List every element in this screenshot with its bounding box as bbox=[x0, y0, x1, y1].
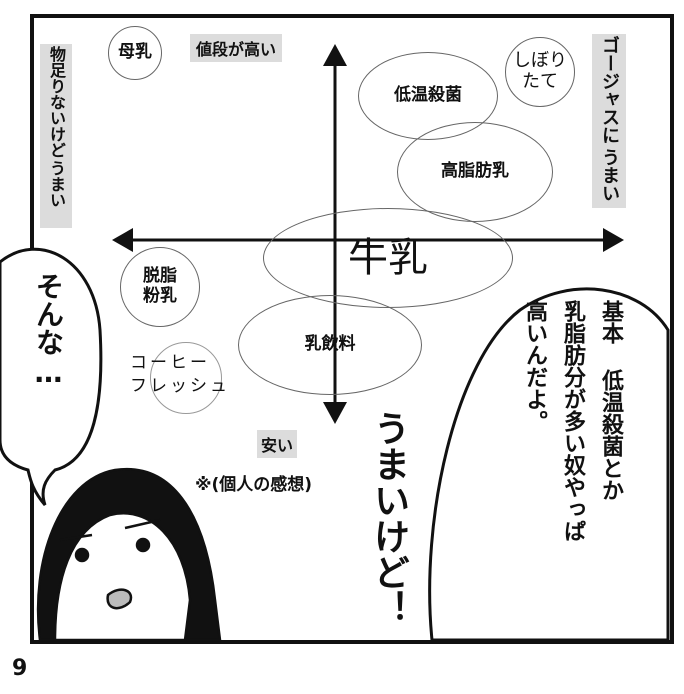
item-bonyu: 母乳 bbox=[108, 26, 162, 80]
item-line: たて bbox=[522, 71, 558, 92]
item-koshibo: 高脂肪乳 bbox=[397, 122, 553, 222]
axis-label-right: ゴージャスに うまい bbox=[592, 34, 626, 208]
item-gyunyu-label: 牛乳 bbox=[348, 235, 428, 281]
axis-label-left: 物足りないけど うまい bbox=[40, 44, 72, 228]
right-speech-bubble bbox=[428, 287, 670, 642]
page-number: 9 bbox=[12, 656, 28, 681]
shout-text: うまいけど！ bbox=[368, 410, 409, 626]
left-bubble-text: そんな… bbox=[32, 272, 65, 389]
right-bubble-text: 基本 低温殺菌とか 乳脂肪分が多い奴やっぱ 高いんだよ。 bbox=[515, 300, 629, 542]
item-coffee-fresh: コーヒー フレッシュ bbox=[130, 352, 230, 398]
item-line: しぼり bbox=[513, 50, 567, 72]
left-speech-bubble bbox=[0, 247, 103, 506]
item-line: 粉乳 bbox=[143, 286, 177, 306]
item-coffee-fresh-circle bbox=[150, 342, 222, 414]
item-shiboritate: しぼり たて bbox=[505, 37, 575, 107]
item-line: 脱脂 bbox=[143, 266, 177, 287]
axis-label-left-line2: うまい bbox=[47, 160, 66, 208]
item-line: コーヒー bbox=[130, 353, 210, 373]
item-line: フレッシュ bbox=[130, 375, 230, 396]
character-face bbox=[36, 467, 222, 642]
item-nyuinryo: 乳飲料 bbox=[238, 295, 422, 395]
item-dasshi-funyu: 脱脂 粉乳 bbox=[120, 247, 200, 327]
arrow-right-icon bbox=[603, 228, 624, 252]
item-gyunyu: 牛乳 bbox=[263, 208, 513, 308]
right-bubble-line: 乳脂肪分が多い奴やっぱ bbox=[560, 300, 585, 542]
axis-label-left-line1: 物足りないけど bbox=[47, 46, 66, 158]
disclaimer-note: ※(個人の感想) bbox=[195, 475, 313, 495]
right-bubble-line: 高いんだよ。 bbox=[522, 300, 547, 432]
arrow-up-icon bbox=[323, 44, 347, 66]
axis-label-right-line1: ゴージャスに bbox=[599, 36, 620, 144]
axis-label-top: 値段が高い bbox=[190, 34, 283, 62]
axis-label-bottom: 安い bbox=[257, 430, 298, 458]
axis-label-right-line2: うまい bbox=[599, 148, 620, 202]
arrow-left-icon bbox=[112, 228, 133, 252]
arrow-down-icon bbox=[323, 402, 347, 424]
right-bubble-line: 基本 低温殺菌とか bbox=[598, 300, 623, 501]
